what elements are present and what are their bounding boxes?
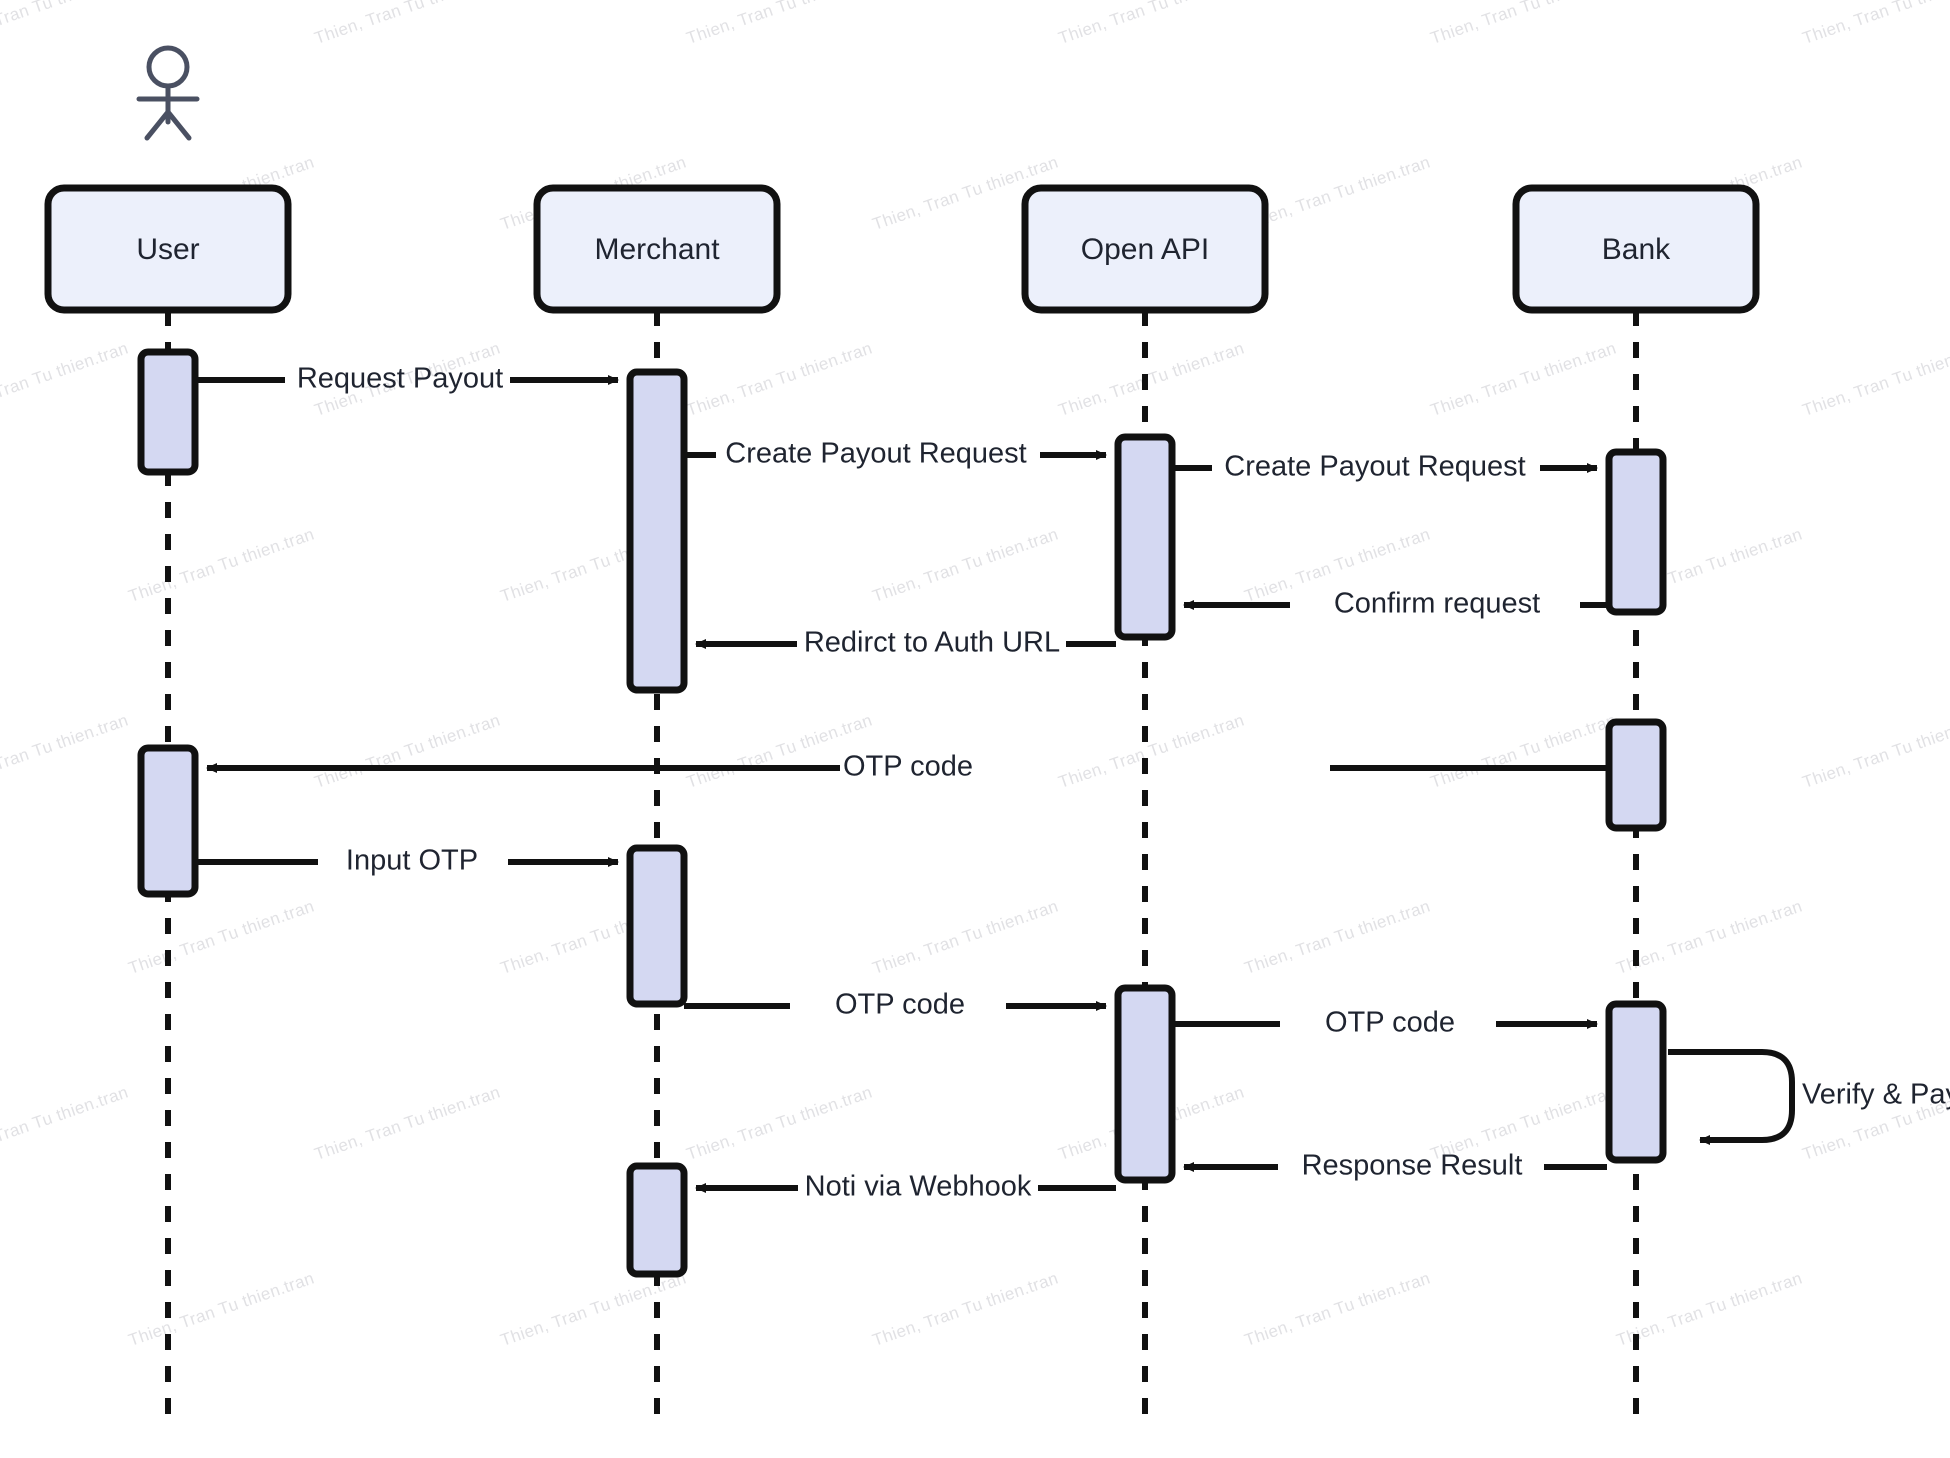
activation-bar-merchant-1 — [626, 368, 688, 694]
message-label-noti-via-webhook: Noti via Webhook — [805, 1171, 1032, 1203]
message-otp-code-openapi-to-bank[interactable]: OTP code — [1172, 1007, 1598, 1039]
message-otp-code-bank-to-user[interactable]: OTP code — [206, 751, 1609, 783]
activation-bar-user-1 — [137, 348, 199, 476]
lifelines-group — [165, 246, 1639, 1418]
activation-bar-bank-2 — [1605, 718, 1667, 832]
message-label-otp-code-openapi-to-bank: OTP code — [1325, 1007, 1455, 1039]
participant-label-bank: Bank — [1602, 233, 1671, 266]
participant-label-user: User — [136, 233, 199, 266]
message-otp-code-merchant-to-openapi[interactable]: OTP code — [684, 989, 1107, 1021]
participant-header-bank[interactable]: Bank — [1512, 184, 1760, 314]
message-label-otp-code-merchant-to-openapi: OTP code — [835, 989, 965, 1021]
participant-header-merchant[interactable]: Merchant — [533, 184, 781, 314]
message-label-input-otp: Input OTP — [346, 845, 478, 877]
activation-bar-openapi-1 — [1114, 433, 1176, 641]
message-input-otp[interactable]: Input OTP — [195, 845, 619, 877]
message-label-otp-code-bank-to-user: OTP code — [843, 751, 973, 783]
participant-header-openapi[interactable]: Open API — [1021, 184, 1269, 314]
activation-bars-group — [137, 348, 1667, 1278]
participant-label-merchant: Merchant — [594, 233, 720, 266]
participant-header-user[interactable]: User — [44, 184, 292, 314]
message-label-response-result: Response Result — [1302, 1150, 1523, 1182]
activation-bar-bank-1 — [1605, 448, 1667, 616]
message-create-payout-request-merchant[interactable]: Create Payout Request — [684, 438, 1107, 470]
message-noti-via-webhook[interactable]: Noti via Webhook — [695, 1171, 1116, 1203]
activation-bar-user-2 — [137, 744, 199, 898]
participant-label-openapi: Open API — [1081, 233, 1209, 266]
stick-figure-actor-icon — [136, 45, 200, 141]
message-label-create-payout-request-openapi: Create Payout Request — [1224, 451, 1525, 483]
activation-bar-merchant-3 — [626, 1162, 688, 1278]
activation-bar-bank-3 — [1605, 1000, 1667, 1164]
message-create-payout-request-openapi[interactable]: Create Payout Request — [1172, 451, 1598, 483]
message-response-result[interactable]: Response Result — [1183, 1150, 1607, 1182]
message-confirm-request[interactable]: Confirm request — [1183, 588, 1607, 620]
message-label-request-payout: Request Payout — [297, 363, 503, 395]
message-label-confirm-request: Confirm request — [1334, 588, 1540, 620]
message-label-verify-and-payout: Verify & Payout — [1802, 1079, 1950, 1111]
message-label-create-payout-request-merchant: Create Payout Request — [725, 438, 1026, 470]
message-redirect-to-auth-url[interactable]: Redirct to Auth URL — [695, 627, 1116, 659]
activation-bar-merchant-2 — [626, 844, 688, 1008]
message-request-payout[interactable]: Request Payout — [195, 363, 619, 395]
activation-bar-openapi-2 — [1114, 984, 1176, 1184]
message-label-redirect-to-auth-url: Redirct to Auth URL — [804, 627, 1060, 659]
message-verify-and-payout-self-loop[interactable]: Verify & Payout — [1668, 1049, 1950, 1145]
